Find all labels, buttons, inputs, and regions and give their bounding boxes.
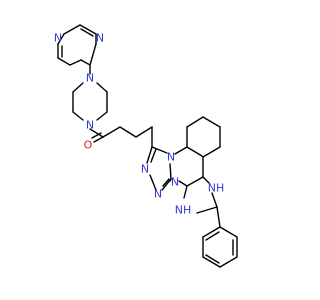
bond [96,111,108,121]
atom-label-o: O [84,139,93,152]
atom-label-n: N [167,151,175,164]
bond [149,174,157,191]
bond [89,128,104,138]
bond [202,226,221,238]
atom-label-n: N [141,163,149,176]
bond [93,136,104,143]
bond [211,192,218,208]
bond [186,146,203,157]
bond [79,24,97,35]
bond [135,126,153,138]
bond [72,111,84,121]
bond [178,180,188,187]
atom-label-layer: N N N N O N N N N NH NH [54,32,224,217]
bond [119,126,137,138]
bond [89,43,97,66]
bond [205,254,220,264]
bond [72,82,84,93]
bond [183,185,188,199]
bond [151,146,168,154]
bond [202,146,221,158]
bond [63,24,81,35]
bond [150,148,157,163]
atom-label-n: N [96,32,104,45]
bond [96,82,108,93]
bond [102,126,121,138]
bond [202,116,221,128]
bond [205,231,220,241]
bond [91,132,102,139]
bond [196,206,218,214]
bond [186,116,204,128]
atom-label-n: N [86,72,94,85]
bond [57,57,71,66]
bond [169,178,172,182]
bond [69,59,82,66]
bond [80,59,91,66]
bond [169,163,172,180]
bond [146,146,153,164]
atom-label-n: N [154,188,162,201]
atom-label-n: N [171,176,179,189]
atom-label-n: N [86,119,94,132]
bond-layer [57,24,238,268]
atom-label-n: N [54,32,62,45]
bond [202,176,210,184]
bond [186,176,204,187]
bond [80,28,94,37]
bond [216,206,221,228]
molecule-structure: N N N N O N N N N NH NH [54,24,238,268]
atom-label-nh: NH [208,182,225,195]
bond [57,33,65,45]
bond [219,256,238,268]
bond [162,178,170,187]
bond [174,146,188,155]
bond [202,256,221,268]
bond [219,226,238,238]
atom-label-nh: NH [175,204,192,217]
